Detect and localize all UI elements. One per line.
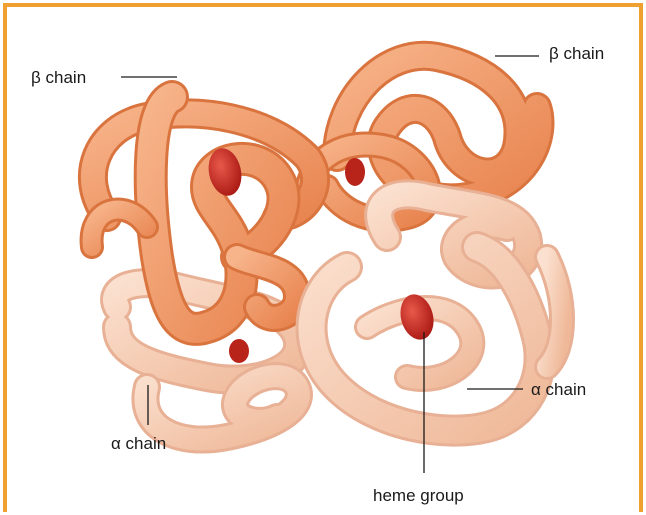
alpha-chain-label-right: α chain bbox=[531, 381, 586, 398]
heme-group-label: heme group bbox=[373, 487, 464, 504]
hemoglobin-figure: β chain β chain α chain α chain heme gro… bbox=[3, 3, 643, 512]
beta-chain-label-left: β chain bbox=[31, 69, 86, 86]
alpha-chain-label-left: α chain bbox=[111, 435, 166, 452]
hemoglobin-illustration bbox=[7, 7, 639, 512]
beta-chain-label-right: β chain bbox=[549, 45, 604, 62]
alpha-chain-right-shape bbox=[312, 194, 562, 430]
